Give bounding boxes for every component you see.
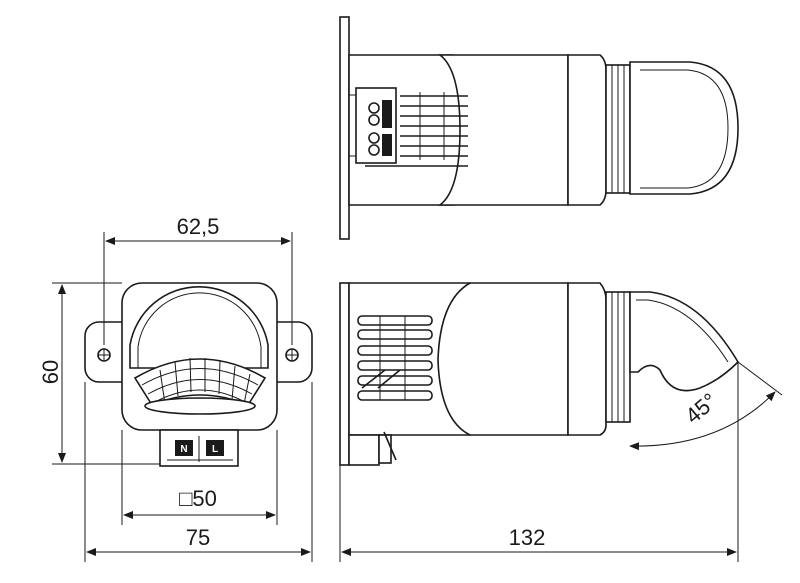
side-connector <box>348 431 397 466</box>
fresnel-lens <box>133 357 267 415</box>
top-main-body <box>437 54 569 206</box>
top-mounting-plate <box>339 16 350 240</box>
front-view: N L <box>84 282 313 467</box>
dim-square: □50 <box>179 486 217 511</box>
dim-angle: 45° <box>680 388 722 429</box>
dim-height-left: 60 <box>38 360 63 384</box>
side-cooling-slots <box>357 315 433 401</box>
dim-length: 132 <box>509 525 546 550</box>
terminal-block: N L <box>159 429 239 467</box>
sensor-dome <box>129 286 269 369</box>
side-main-body <box>437 282 569 436</box>
top-dome-cap <box>629 61 739 195</box>
terminal-l-label: L <box>212 444 218 455</box>
top-cooling-fins <box>365 92 468 167</box>
top-terminal-area <box>349 87 397 164</box>
front-dimensions: 62,5 60 □50 75 <box>38 214 313 562</box>
dim-width-bottom: 75 <box>186 525 210 550</box>
top-view <box>339 16 739 240</box>
dim-width-top: 62,5 <box>177 214 220 239</box>
terminal-n-label: N <box>180 444 187 455</box>
terminal-l <box>206 440 224 456</box>
dim-arc-angle <box>629 391 776 451</box>
side-angled-head <box>629 291 740 392</box>
side-view <box>339 282 740 466</box>
side-mounting-plate <box>339 282 350 466</box>
terminal-n <box>175 440 193 456</box>
